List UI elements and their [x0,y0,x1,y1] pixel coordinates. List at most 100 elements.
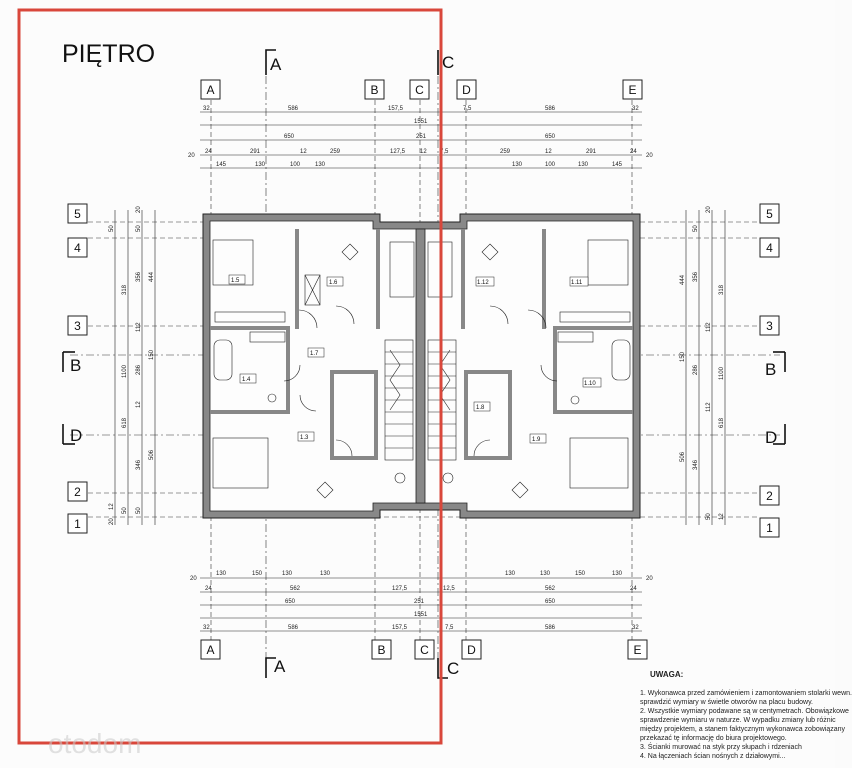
dim-bottom: 20 [646,576,653,582]
dim-left: 12 [109,503,115,510]
room-number: 1.3 [300,435,309,441]
dimension-chains-left [114,210,156,525]
dim-right: 20 [706,206,712,213]
dim-top: 259 [330,149,341,155]
axis-labels-bottom: A B C D E [200,639,648,660]
axis-e-bottom: E [633,643,641,657]
door-swings [283,305,558,457]
dim-top: 127,5 [390,149,406,155]
dim-top: 251 [416,134,427,140]
dim-bottom: 251 [414,599,425,605]
section-a-bottom: A [274,657,286,676]
highlight-frame [17,8,443,745]
dim-top: 291 [586,149,597,155]
dim-bottom: 130 [320,571,331,577]
note-line: 2. Wszystkie wymiary podawane są w centy… [640,708,849,715]
dim-top: 586 [288,106,299,112]
dim-top: 650 [284,134,295,140]
dim-bottom: 150 [252,571,263,577]
axis-3-left: 3 [74,319,81,333]
dim-bottom: 20 [190,576,197,582]
dim-bottom: 157,5 [392,625,408,631]
dim-right: 286 [693,364,699,375]
dim-left: 20 [109,518,115,525]
dim-top: 157,5 [388,106,404,112]
dim-bottom: 7,5 [445,625,454,631]
dim-bottom: 32 [632,625,639,631]
dim-top: 12 [545,149,552,155]
room-number: 1.7 [310,351,319,357]
dim-top: 32 [203,106,210,112]
furniture [212,239,631,489]
dim-left: 286 [136,364,142,375]
dim-left: 356 [136,271,142,282]
dim-bottom: 24 [205,586,212,592]
building-walls [202,213,641,519]
dim-left: 50 [109,225,115,232]
dim-right: 356 [693,271,699,282]
dim-left: 50 [122,507,128,514]
room-number: 1.9 [532,437,541,443]
dim-right: 318 [719,284,725,295]
dim-left: 506 [149,449,155,460]
dim-right: 112 [706,322,712,332]
notes-block: UWAGA: 1. Wykonawca przed zamówieniem i … [640,670,852,761]
dim-bottom: 586 [545,625,556,631]
room-number: 1.11 [571,280,583,286]
axis-a-top: A [206,83,214,97]
dim-right: 112 [706,402,712,412]
section-d-left: D [70,426,82,445]
note-line: 3. Ścianki murować na styk przy słupach … [640,744,802,751]
dim-right: 50 [706,513,712,520]
section-c-bottom: C [447,659,459,678]
dim-right: 50 [693,225,699,232]
axis-2-right: 2 [766,489,773,503]
dimension-values-right: 20 50 444 356 318 112 150 286 1100 112 6… [680,206,725,520]
dim-top: 7,5 [440,149,449,155]
axis-1-right: 1 [766,521,773,535]
dim-left: 20 [136,206,142,213]
section-a-top: A [270,55,282,74]
dim-left: 50 [136,225,142,232]
dim-bottom: 130 [540,571,551,577]
dim-left: 318 [122,284,128,295]
dim-bottom: 130 [282,571,293,577]
dim-top: 100 [290,162,301,168]
dimension-chains-top [200,111,642,169]
dim-bottom: 562 [545,586,556,592]
axis-a-bottom: A [206,643,214,657]
axis-d-top: D [462,83,471,97]
dim-top: 130 [255,162,266,168]
axis-4-left: 4 [74,241,81,255]
room-number: 1.12 [477,280,489,286]
dim-bottom: 1551 [414,612,428,618]
dim-left: 1100 [122,364,128,378]
watermark-logo: otodom [48,728,142,759]
dim-right: 444 [680,274,686,285]
dimension-chains-right [685,210,726,525]
dim-right: 12 [719,513,725,520]
dim-top: 291 [250,149,261,155]
dim-top: 1551 [414,119,428,125]
light-fixtures [316,243,529,499]
dim-left: 150 [149,349,155,360]
dim-right: 1100 [719,366,725,380]
dim-bottom: 32 [203,625,210,631]
dim-right: 150 [680,351,686,362]
dim-top: 24 [205,149,212,155]
note-line: sprawdzić wymiary w świetle otworów na p… [640,699,813,706]
axis-2-left: 2 [74,485,81,499]
note-line: przekazać tę informację do biura projekt… [640,735,787,742]
section-b-left: B [70,356,81,375]
dim-right: 618 [719,417,725,428]
dim-bottom: 650 [285,599,296,605]
section-markers [62,49,786,679]
dim-bottom: 130 [505,571,516,577]
dim-right: 346 [693,459,699,470]
room-number: 1.5 [231,278,240,284]
dim-top: 145 [216,162,227,168]
dimension-values-bottom: 20 130 150 130 130 130 130 150 130 20 24… [190,571,653,631]
axis-d-bottom: D [467,643,476,657]
